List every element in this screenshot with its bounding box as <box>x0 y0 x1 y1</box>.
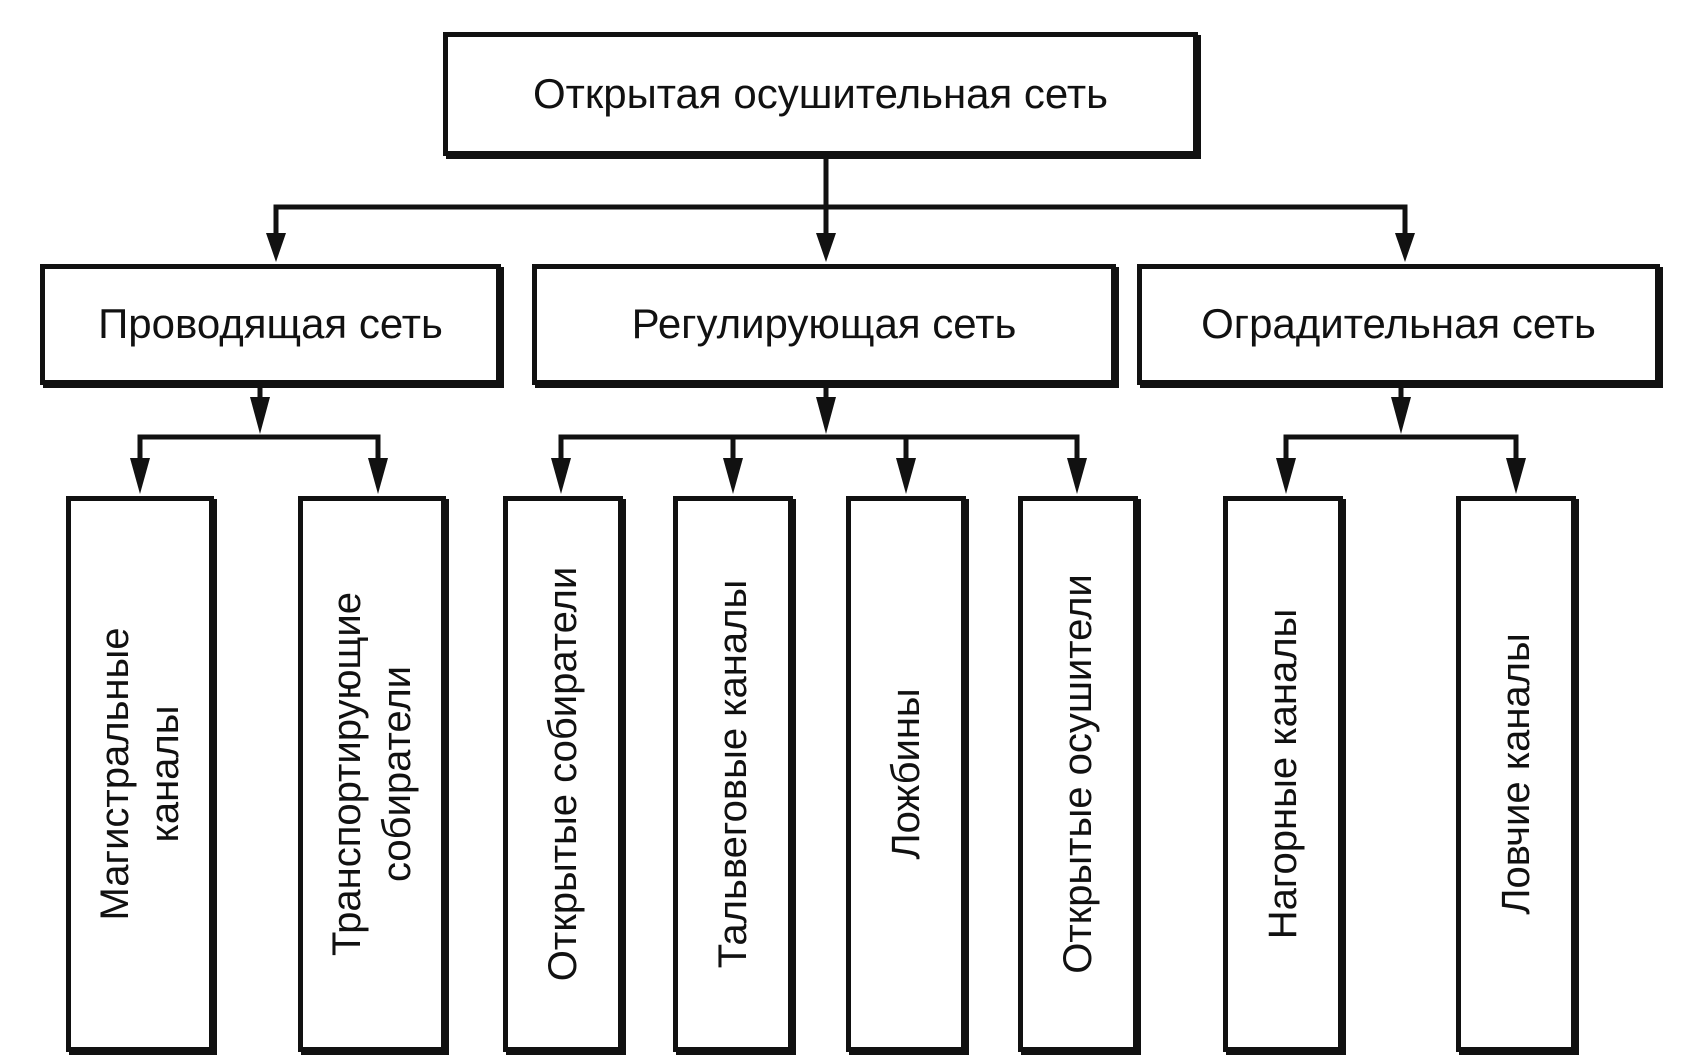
catch-channels-label: Ловчие каналы <box>1494 633 1538 915</box>
arrowhead-main-channels <box>130 458 150 494</box>
open-drains-label: Открытые осушители <box>1056 574 1100 974</box>
node-main-channels: Магистральные каналы <box>66 496 214 1052</box>
upland-channels-label: Нагорные каналы <box>1261 608 1305 940</box>
arrowhead-transport-collectors <box>368 458 388 494</box>
hollows-label: Ложбины <box>884 688 928 860</box>
arrowhead-protective-bus <box>1391 397 1411 434</box>
arrowhead-conducting <box>266 233 286 262</box>
node-open-collectors: Открытые собиратели <box>503 496 623 1052</box>
open-collectors-label: Открытые собиратели <box>541 566 585 982</box>
node-upland-channels: Нагорные каналы <box>1223 496 1343 1052</box>
arrowhead-open-collectors <box>551 458 571 494</box>
arrowhead-regulating <box>816 233 836 262</box>
transport-collectors-label: Транспортирующие собиратели <box>325 591 419 957</box>
arrowhead-conducting-bus <box>250 397 270 434</box>
node-catch-channels: Ловчие каналы <box>1456 496 1576 1052</box>
thalweg-channels-label: Тальвеговые каналы <box>711 579 755 969</box>
node-transport-collectors: Транспортирующие собиратели <box>298 496 446 1052</box>
protective-network-label: Оградительная сеть <box>1201 300 1596 348</box>
arrowhead-protective <box>1395 233 1415 262</box>
node-regulating-network: Регулирующая сеть <box>532 264 1116 385</box>
arrowhead-regulating-bus <box>816 397 836 434</box>
regulating-network-label: Регулирующая сеть <box>631 300 1017 348</box>
node-thalweg-channels: Тальвеговые каналы <box>673 496 793 1052</box>
conducting-network-label: Проводящая сеть <box>98 300 443 348</box>
node-open-drains: Открытые осушители <box>1018 496 1138 1052</box>
root-node: Открытая осушительная сеть <box>443 32 1198 156</box>
node-hollows: Ложбины <box>846 496 966 1052</box>
arrowhead-open-drains <box>1067 458 1087 494</box>
arrowhead-catch-channels <box>1506 458 1526 494</box>
arrowhead-upland-channels <box>1276 458 1296 494</box>
arrowhead-thalweg-channels <box>723 458 743 494</box>
node-protective-network: Оградительная сеть <box>1137 264 1660 385</box>
root-label: Открытая осушительная сеть <box>532 69 1109 117</box>
main-channels-label: Магистральные каналы <box>93 627 187 921</box>
node-conducting-network: Проводящая сеть <box>40 264 501 385</box>
arrowhead-hollows <box>896 458 916 494</box>
